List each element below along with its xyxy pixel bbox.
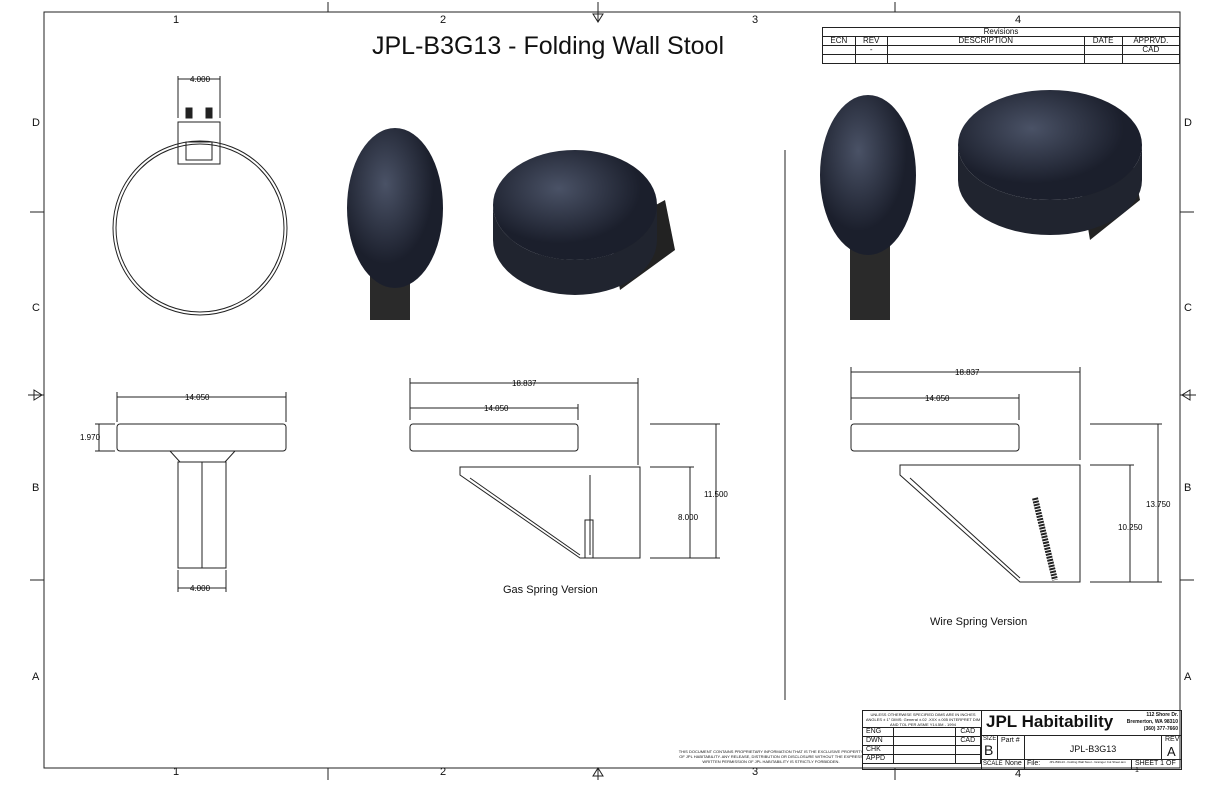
col-date: DATE (1083, 36, 1123, 46)
zone-col-4: 4 (1015, 14, 1022, 26)
gas-spring-iso-renders (347, 128, 675, 320)
sheet-number: SHEET 1 OF 1 (1135, 760, 1176, 774)
zone-row-a-right: A (1184, 671, 1192, 683)
dim-front-width: 14.050 (185, 393, 210, 402)
col-description: DESCRIPTION (886, 36, 1085, 46)
dim-gas-mount: 8.000 (678, 513, 699, 522)
role-appd-by (954, 754, 981, 764)
part-number: JPL-B3G13 (1069, 744, 1117, 754)
rev-label: REV (1165, 736, 1180, 743)
caption-gas-spring: Gas Spring Version (503, 584, 598, 596)
dim-gas-height: 11.500 (704, 490, 728, 499)
dim-wire-seat: 14.050 (925, 394, 950, 403)
dim-gas-overall: 18.837 (512, 379, 537, 388)
role-chk: CHK (862, 745, 894, 755)
dim-top-width: 4.000 (190, 75, 211, 84)
file-label: File: (1027, 760, 1041, 767)
zone-row-b: B (32, 482, 40, 494)
rev-date (1083, 45, 1123, 55)
tolerance-note: UNLESS OTHERWISE SPECIFIED DIMS ARE IN I… (865, 712, 981, 727)
dim-wire-overall: 18.837 (955, 368, 980, 377)
zone-row-b-right: B (1184, 482, 1192, 494)
title-block: UNLESS OTHERWISE SPECIFIED DIMS ARE IN I… (862, 710, 1182, 774)
company-name: JPL Habitability (986, 712, 1114, 731)
role-eng: ENG (862, 727, 894, 737)
zone-row-c: C (32, 302, 40, 314)
wire-spring-iso-renders (820, 90, 1142, 320)
rev-rev: - (854, 45, 888, 55)
dim-front-height: 1.970 (80, 433, 101, 442)
wire-side-view (850, 367, 1162, 583)
zone-col-1: 1 (173, 14, 180, 26)
dim-gas-seat: 14.050 (484, 404, 509, 413)
zone-col-3-bottom: 3 (752, 766, 759, 778)
zone-col-3: 3 (752, 14, 759, 26)
role-dwn-by: CAD (954, 736, 981, 746)
scale-label: SCALE (983, 761, 1003, 767)
company-address: 112 Shore Dr.Bremerton, WA 98310(360) 37… (1126, 712, 1178, 732)
zone-col-2-bottom: 2 (440, 766, 447, 778)
scale-value: None (1005, 760, 1022, 767)
dim-bottom-width: 4.000 (190, 584, 211, 593)
role-appd: APPD (862, 754, 894, 764)
front-view (95, 392, 287, 592)
zone-col-2: 2 (440, 14, 447, 26)
role-eng-by: CAD (954, 727, 981, 737)
gas-side-view (409, 378, 720, 559)
caption-wire-spring: Wire Spring Version (930, 616, 1028, 628)
role-chk-by (954, 745, 981, 755)
size-label: SIZE (983, 736, 997, 742)
top-view (112, 76, 288, 316)
zone-row-d-right: D (1184, 117, 1192, 129)
part-label: Part # (1001, 737, 1020, 744)
proprietary-notice: THIS DOCUMENT CONTAINS PROPRIETARY INFOR… (678, 749, 864, 764)
size-value: B (984, 742, 994, 758)
col-ecn: ECN (822, 36, 856, 46)
rev-description (886, 45, 1085, 55)
zone-col-4-bottom: 4 (1015, 768, 1022, 780)
file-name: JPL-B3G13 - Folding Wall Stool - Grainge… (1049, 760, 1126, 764)
drawing-title: JPL-B3G13 - Folding Wall Stool (372, 32, 725, 60)
rev-apprvd: CAD (1121, 45, 1181, 55)
rev-ecn (822, 45, 856, 55)
dim-wire-height: 13.750 (1146, 500, 1171, 509)
dim-wire-mount: 10.250 (1118, 523, 1143, 532)
zone-row-a: A (32, 671, 40, 683)
zone-col-1-bottom: 1 (173, 766, 180, 778)
rev-value: A (1167, 744, 1176, 759)
zone-row-c-right: C (1184, 302, 1192, 314)
zone-row-d: D (32, 117, 40, 129)
role-dwn: DWN (862, 736, 894, 746)
